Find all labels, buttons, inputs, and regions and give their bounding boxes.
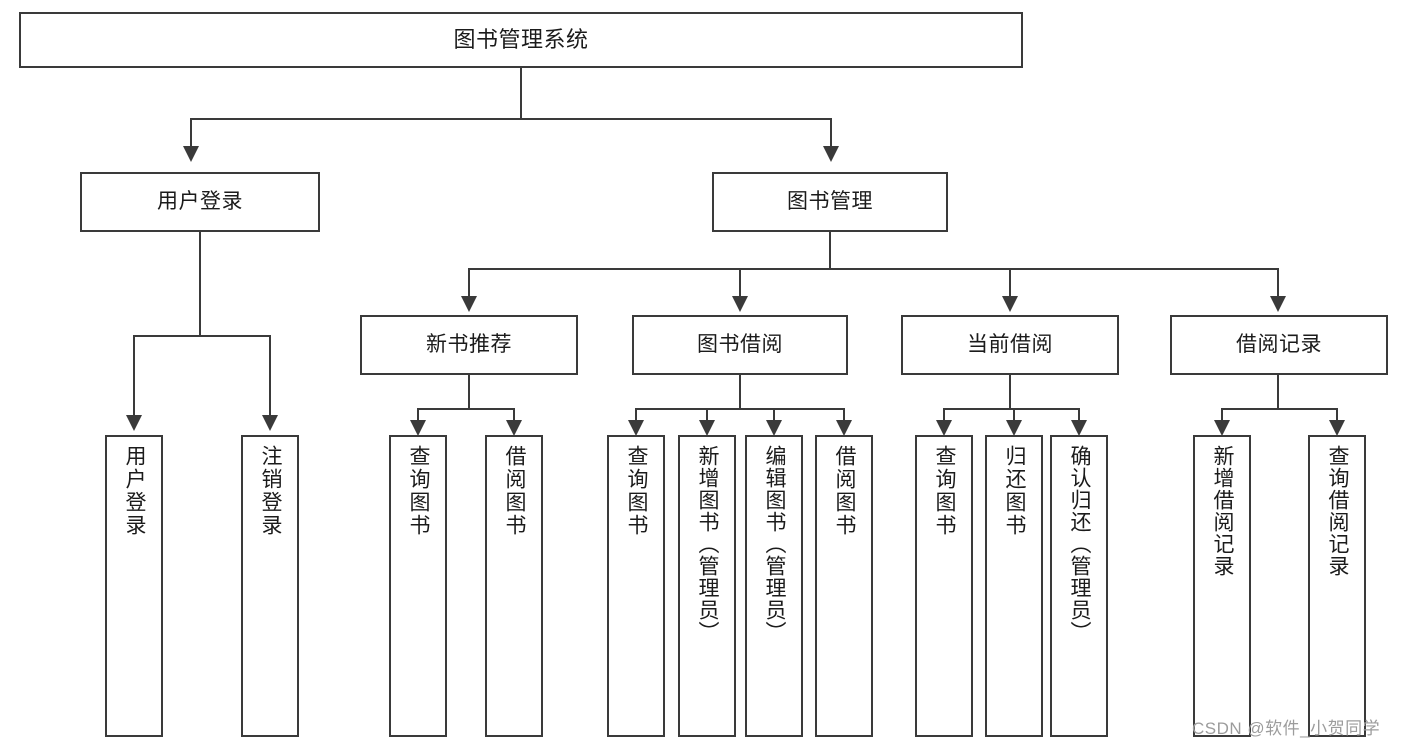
node-label: 归还图书	[1003, 445, 1027, 537]
connector-book-borrow-to-leaf-1	[635, 408, 637, 422]
connector-book-borrow-to-leaf-4	[843, 408, 845, 422]
node-label: 借阅图书	[833, 445, 857, 537]
node-label: 图书借阅	[697, 333, 783, 357]
node-label: 新增借阅记录	[1211, 445, 1235, 577]
node-book-borrowing[interactable]: 图书借阅	[632, 315, 848, 375]
connector-current-borrow-to-leaf-1	[943, 408, 945, 422]
leaf-add-borrow-record[interactable]: 新增借阅记录	[1193, 435, 1251, 737]
node-new-book-recommendation[interactable]: 新书推荐	[360, 315, 578, 375]
node-label: 注销登录	[259, 445, 283, 537]
leaf-confirm-return-admin[interactable]: 确认归还（管理员）	[1050, 435, 1108, 737]
leaf-return-book[interactable]: 归还图书	[985, 435, 1043, 737]
connector-book-mgmt-bus	[468, 268, 1279, 270]
leaf-borrow-book-recommendation[interactable]: 借阅图书	[485, 435, 543, 737]
connector-root-to-book-mgmt	[830, 118, 832, 148]
leaf-edit-book-admin[interactable]: 编辑图书（管理员）	[745, 435, 803, 737]
node-label: 用户登录	[123, 445, 147, 537]
connector-root-bus	[190, 118, 832, 120]
arrowhead-root-to-user-login	[183, 146, 199, 162]
node-label: 查询图书	[407, 445, 431, 537]
connector-borrow-record-stem	[1277, 375, 1279, 409]
leaf-query-book-recommendation[interactable]: 查询图书	[389, 435, 447, 737]
node-label: 新书推荐	[426, 333, 512, 357]
leaf-borrow-book[interactable]: 借阅图书	[815, 435, 873, 737]
connector-user-login-bus	[133, 335, 269, 337]
node-label: 查询借阅记录	[1326, 445, 1350, 577]
connector-book-mgmt-to-book-borrow	[739, 268, 741, 298]
node-root-book-management-system[interactable]: 图书管理系统	[19, 12, 1023, 68]
node-label: 当前借阅	[967, 333, 1053, 357]
node-label: 借阅图书	[503, 445, 527, 537]
connector-user-login-stem	[199, 232, 201, 336]
arrowhead-new-book-to-leaf-2	[506, 420, 522, 436]
node-user-login[interactable]: 用户登录	[80, 172, 320, 232]
leaf-query-book[interactable]: 查询图书	[607, 435, 665, 737]
node-borrowing-record[interactable]: 借阅记录	[1170, 315, 1388, 375]
arrowhead-current-borrow-to-leaf-1	[936, 420, 952, 436]
arrowhead-book-borrow-to-leaf-4	[836, 420, 852, 436]
arrowhead-book-borrow-to-leaf-3	[766, 420, 782, 436]
node-label: 图书管理	[787, 190, 873, 214]
leaf-add-book-admin[interactable]: 新增图书（管理员）	[678, 435, 736, 737]
arrowhead-user-login-to-leaf-2	[262, 415, 278, 431]
arrowhead-book-mgmt-to-borrow-record	[1270, 296, 1286, 312]
node-current-borrowing[interactable]: 当前借阅	[901, 315, 1119, 375]
connector-book-mgmt-stem	[829, 232, 831, 269]
node-label: 用户登录	[157, 190, 243, 214]
connector-current-borrow-bus	[943, 408, 1079, 410]
arrowhead-current-borrow-to-leaf-3	[1071, 420, 1087, 436]
arrowhead-book-borrow-to-leaf-1	[628, 420, 644, 436]
node-label: 新增图书（管理员）	[696, 445, 720, 643]
leaf-query-borrow-record[interactable]: 查询借阅记录	[1308, 435, 1366, 737]
connector-borrow-record-to-leaf-2	[1336, 408, 1338, 422]
node-label: 借阅记录	[1236, 333, 1322, 357]
node-label: 编辑图书（管理员）	[763, 445, 787, 643]
arrowhead-user-login-to-leaf-1	[126, 415, 142, 431]
leaf-user-login[interactable]: 用户登录	[105, 435, 163, 737]
arrowhead-current-borrow-to-leaf-2	[1006, 420, 1022, 436]
connector-current-borrow-stem	[1009, 375, 1011, 409]
connector-current-borrow-to-leaf-3	[1078, 408, 1080, 422]
arrowhead-book-mgmt-to-book-borrow	[732, 296, 748, 312]
connector-new-book-to-leaf-2	[513, 408, 515, 422]
connector-book-borrow-bus	[635, 408, 844, 410]
arrowhead-borrow-record-to-leaf-2	[1329, 420, 1345, 436]
arrowhead-new-book-to-leaf-1	[410, 420, 426, 436]
arrowhead-book-mgmt-to-current-borrow	[1002, 296, 1018, 312]
node-label: 查询图书	[933, 445, 957, 537]
arrowhead-borrow-record-to-leaf-1	[1214, 420, 1230, 436]
connector-book-mgmt-to-new-book	[468, 268, 470, 298]
connector-new-book-to-leaf-1	[417, 408, 419, 422]
arrowhead-book-borrow-to-leaf-2	[699, 420, 715, 436]
connector-book-borrow-to-leaf-3	[773, 408, 775, 422]
leaf-logout[interactable]: 注销登录	[241, 435, 299, 737]
node-label: 查询图书	[625, 445, 649, 537]
arrowhead-book-mgmt-to-new-book	[461, 296, 477, 312]
connector-user-login-to-leaf-2	[269, 335, 271, 417]
node-book-management[interactable]: 图书管理	[712, 172, 948, 232]
leaf-query-book-current[interactable]: 查询图书	[915, 435, 973, 737]
arrowhead-root-to-book-mgmt	[823, 146, 839, 162]
connector-user-login-to-leaf-1	[133, 335, 135, 417]
connector-book-mgmt-to-borrow-record	[1277, 268, 1279, 298]
connector-borrow-record-bus	[1221, 408, 1337, 410]
connector-book-borrow-stem	[739, 375, 741, 409]
connector-current-borrow-to-leaf-2	[1013, 408, 1015, 422]
connector-new-book-bus	[417, 408, 515, 410]
node-label: 确认归还（管理员）	[1068, 445, 1092, 643]
connector-borrow-record-to-leaf-1	[1221, 408, 1223, 422]
connector-new-book-stem	[468, 375, 470, 409]
connector-book-borrow-to-leaf-2	[706, 408, 708, 422]
connector-root-to-user-login	[190, 118, 192, 148]
connector-root-stem	[520, 68, 522, 119]
node-label: 图书管理系统	[453, 26, 589, 52]
connector-book-mgmt-to-current-borrow	[1009, 268, 1011, 298]
